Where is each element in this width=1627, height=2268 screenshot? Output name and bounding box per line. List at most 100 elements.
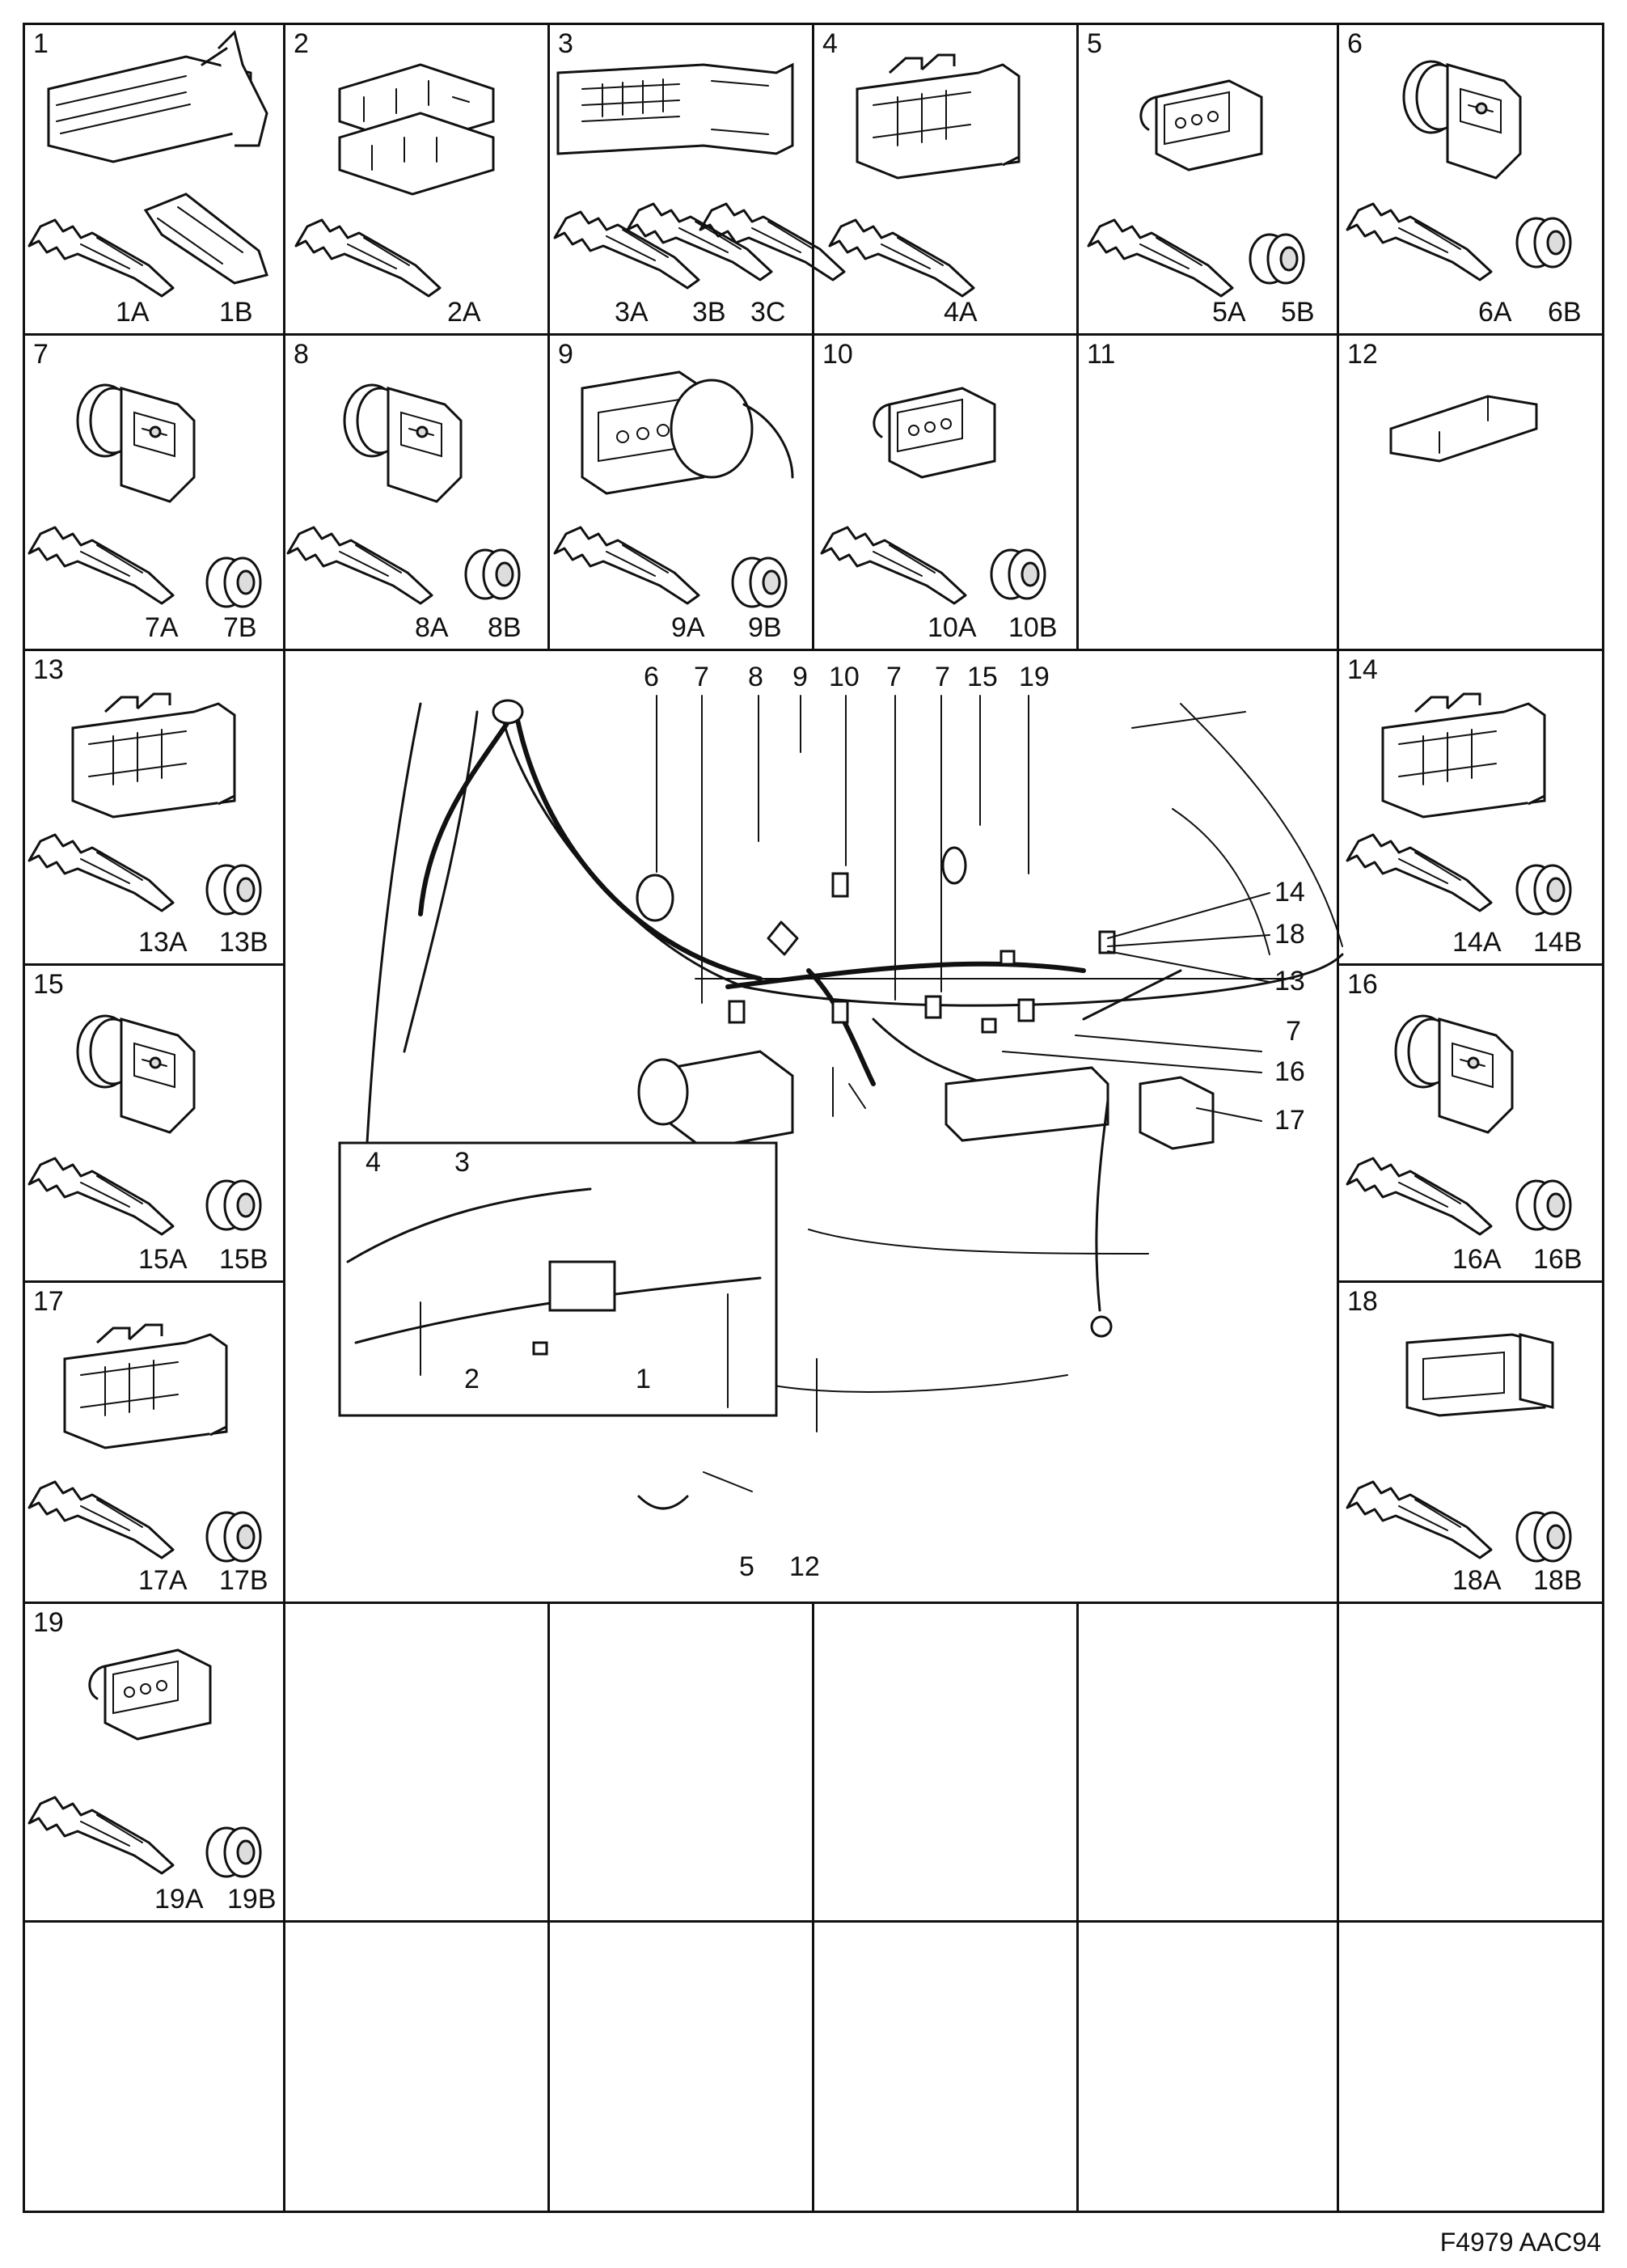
callout-9: 9: [792, 662, 808, 692]
cell-number: 1: [33, 28, 49, 59]
sub-label: 19A: [154, 1884, 204, 1915]
terminal-10a-icon: [820, 526, 967, 605]
cell-number: 7: [33, 339, 49, 370]
cell-number: 5: [1087, 28, 1102, 59]
connector-1-icon: [47, 30, 268, 163]
terminal-3c-icon: [699, 202, 846, 281]
callout-13: 13: [1274, 966, 1305, 996]
connector-18-icon: [1405, 1333, 1554, 1417]
connector-2-icon: [338, 63, 495, 196]
connector-3-icon: [556, 62, 794, 155]
empty-cell: [812, 1920, 1079, 2213]
seal-14b-icon: [1515, 864, 1572, 916]
sub-label: 5B: [1281, 297, 1315, 328]
empty-cell: [1337, 1920, 1604, 2213]
empty-cell: [1076, 1602, 1339, 1923]
sub-label: 3B: [692, 297, 726, 328]
terminal-8a-icon: [286, 526, 433, 605]
terminal-2a-icon: [294, 218, 442, 298]
terminal-1a-icon: [27, 218, 175, 298]
seal-9b-icon: [731, 556, 788, 608]
sub-label: 15A: [138, 1244, 188, 1275]
cell-number: 15: [33, 969, 64, 1000]
sub-label: 16B: [1533, 1244, 1583, 1275]
empty-cell: [547, 1602, 814, 1923]
callout-3: 3: [454, 1147, 470, 1178]
sub-label: 9B: [748, 612, 782, 643]
drawing-code: F4979 AAC94: [1439, 2228, 1601, 2257]
cell-5: 5 5A 5B: [1076, 23, 1339, 336]
sub-label: 7A: [145, 612, 179, 643]
seal-16b-icon: [1515, 1179, 1572, 1231]
callout-4: 4: [366, 1147, 381, 1178]
seal-10b-icon: [990, 548, 1046, 600]
terminal-7a-icon: [27, 526, 175, 605]
terminal-19a-icon: [27, 1796, 175, 1875]
seal-7b-icon: [205, 556, 262, 608]
callout-8: 8: [748, 662, 763, 692]
callout-7: 7: [935, 662, 950, 692]
sub-label: 10B: [1008, 612, 1058, 643]
cell-number: 11: [1087, 339, 1116, 370]
callout-15: 15: [967, 662, 998, 692]
cell-number: 6: [1347, 28, 1363, 59]
sub-label: 14A: [1452, 927, 1502, 958]
connector-13-icon: [71, 692, 236, 819]
connector-8-icon: [343, 383, 463, 503]
callout-10: 10: [829, 662, 860, 692]
callout-7: 7: [1286, 1016, 1301, 1047]
terminal-16a-icon: [1346, 1157, 1493, 1236]
seal-17b-icon: [205, 1511, 262, 1563]
sub-label: 13B: [219, 927, 268, 958]
seal-6b-icon: [1515, 217, 1572, 269]
seal-13b-icon: [205, 864, 262, 916]
cell-number: 10: [822, 339, 853, 370]
terminal-3a-icon: [553, 210, 700, 290]
terminal-13a-icon: [27, 833, 175, 912]
terminal-6a-icon: [1346, 202, 1493, 281]
insulator-12-icon: [1389, 395, 1538, 463]
wiring-harness-illustration: [338, 695, 1344, 1510]
terminal-5a-icon: [1087, 218, 1234, 298]
connector-4-icon: [856, 53, 1021, 180]
cell-number: 3: [558, 28, 573, 59]
cell-number: 14: [1347, 654, 1378, 685]
callout-16: 16: [1274, 1056, 1305, 1087]
callout-6: 6: [644, 662, 659, 692]
sub-label: 6A: [1478, 297, 1512, 328]
cell-number: 8: [294, 339, 309, 370]
cell-number: 9: [558, 339, 573, 370]
connector-17-icon: [63, 1323, 228, 1449]
sub-label: 17B: [219, 1565, 268, 1596]
sub-label: 8B: [488, 612, 522, 643]
empty-cell: [283, 1920, 550, 2213]
seal-8b-icon: [464, 548, 521, 600]
terminal-15a-icon: [27, 1157, 175, 1236]
seal-15b-icon: [205, 1179, 262, 1231]
seal-19b-icon: [205, 1826, 262, 1878]
sub-label: 3C: [750, 297, 786, 328]
terminal-9a-icon: [553, 526, 700, 605]
sub-label: 18A: [1452, 1565, 1502, 1596]
terminal-14a-icon: [1346, 833, 1493, 912]
connector-7-icon: [76, 383, 196, 503]
connector-6-icon: [1402, 60, 1522, 180]
connector-10-icon: [873, 387, 996, 479]
sub-label: 9A: [671, 612, 705, 643]
empty-cell: [1076, 1920, 1339, 2213]
sub-label: 8A: [415, 612, 449, 643]
cell-number: 18: [1347, 1286, 1378, 1317]
callout-14: 14: [1274, 877, 1305, 908]
cell-12: 12: [1337, 333, 1604, 651]
callout-5: 5: [739, 1551, 754, 1582]
sub-label: 15B: [219, 1244, 268, 1275]
connector-16-icon: [1394, 1014, 1514, 1134]
sub-label: 1B: [219, 297, 253, 328]
sub-label: 10A: [928, 612, 977, 643]
callout-7: 7: [694, 662, 709, 692]
terminal-1b-icon: [143, 193, 268, 285]
cell-number: 12: [1347, 339, 1378, 370]
sub-label: 14B: [1533, 927, 1583, 958]
